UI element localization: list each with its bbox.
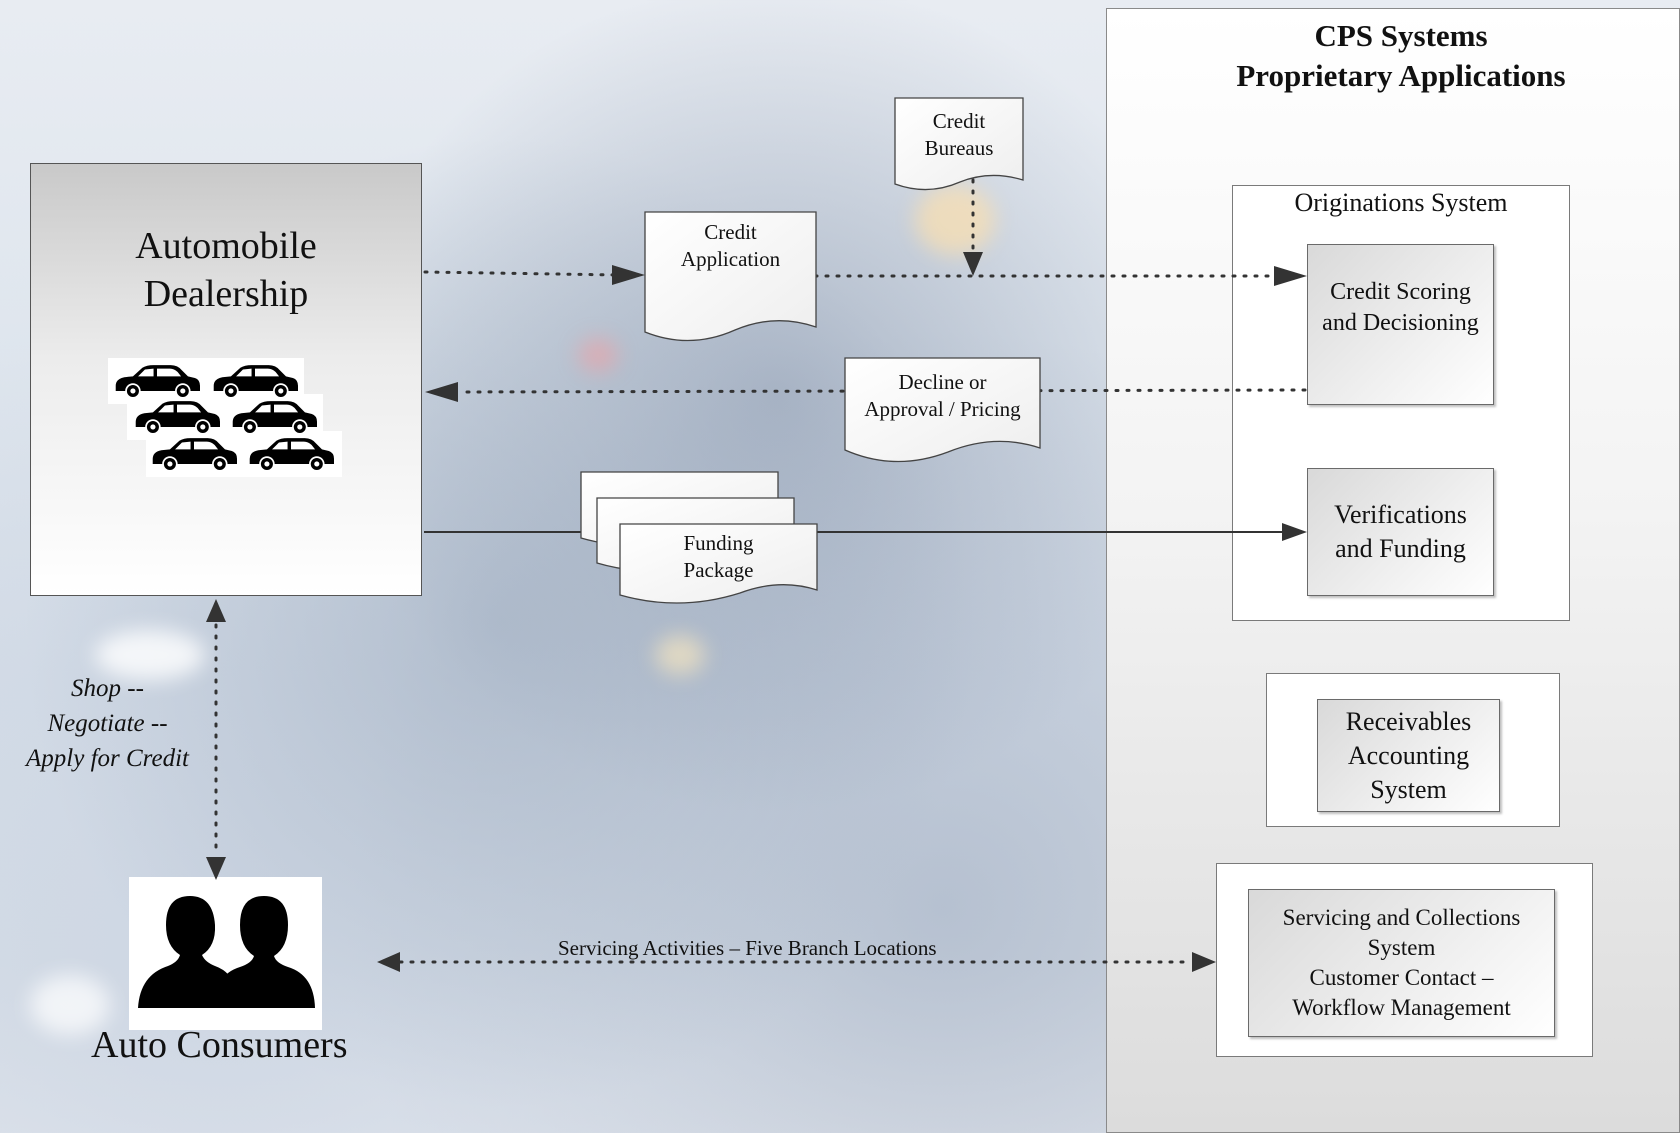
credit-bureaus-label: Credit Bureaus <box>895 108 1023 162</box>
decline-approval-line1: Decline or <box>898 370 987 394</box>
credit-bureaus-line1: Credit <box>932 109 986 133</box>
receivables-line3: System <box>1370 774 1447 804</box>
decline-approval-document <box>844 357 1041 463</box>
funding-package-line2: Package <box>683 558 754 582</box>
credit-bureaus-document <box>894 97 1024 191</box>
verifications-funding-box[interactable]: Verifications and Funding <box>1307 468 1494 596</box>
credit-scoring-box[interactable]: Credit Scoring and Decisioning <box>1307 244 1494 405</box>
dealership-title: Automobile Dealership <box>30 222 422 318</box>
credit-application-document <box>644 211 817 342</box>
auto-consumers-label: Auto Consumers <box>91 1024 348 1066</box>
credit-application-label: Credit Application <box>645 219 816 273</box>
credit-application-line2: Application <box>680 247 781 271</box>
consumer-flow-line1: Shop -- <box>71 675 144 702</box>
credit-scoring-line2: and Decisioning <box>1322 310 1479 336</box>
decline-approval-line2: Approval / Pricing <box>864 397 1021 421</box>
servicing-line2: System <box>1367 935 1436 960</box>
consumers-icon <box>129 877 322 1030</box>
background-light <box>95 630 205 680</box>
servicing-collections-box[interactable]: Servicing and Collections System Custome… <box>1248 889 1555 1037</box>
funding-package-line1: Funding <box>683 531 754 555</box>
originations-system-label: Originations System <box>1294 188 1508 217</box>
dealership-title-line2: Dealership <box>143 273 309 315</box>
verifications-line1: Verifications <box>1334 500 1467 529</box>
receivables-line1: Receivables <box>1345 706 1472 736</box>
background-light <box>578 338 618 372</box>
servicing-line1: Servicing and Collections <box>1282 905 1521 930</box>
cars-icon <box>108 358 342 477</box>
background-light <box>30 975 110 1035</box>
cps-title-line2: Proprietary Applications <box>1236 58 1566 93</box>
credit-scoring-line1: Credit Scoring <box>1330 279 1471 305</box>
servicing-line4: Workflow Management <box>1292 995 1511 1020</box>
background-light <box>655 635 705 675</box>
funding-package-label: Funding Package <box>620 530 817 584</box>
decline-approval-label: Decline or Approval / Pricing <box>845 369 1040 423</box>
consumer-flow-label: Shop -- Negotiate -- Apply for Credit <box>0 671 215 776</box>
receivables-line2: Accounting <box>1347 740 1470 770</box>
credit-application-line1: Credit <box>704 220 757 244</box>
funding-package-document <box>580 471 818 604</box>
dealership-title-line1: Automobile <box>135 225 317 267</box>
cps-title: CPS Systems Proprietary Applications <box>1106 16 1680 96</box>
cps-title-line1: CPS Systems <box>1314 18 1488 53</box>
consumer-flow-line2: Negotiate -- <box>47 710 168 737</box>
servicing-activities-label: Servicing Activities – Five Branch Locat… <box>558 936 937 960</box>
credit-bureaus-line2: Bureaus <box>924 136 994 160</box>
background-light <box>915 185 995 255</box>
consumer-flow-line3: Apply for Credit <box>26 745 189 772</box>
servicing-line3: Customer Contact – <box>1309 965 1494 990</box>
receivables-accounting-box[interactable]: Receivables Accounting System <box>1317 699 1500 812</box>
verifications-line2: and Funding <box>1335 534 1466 563</box>
